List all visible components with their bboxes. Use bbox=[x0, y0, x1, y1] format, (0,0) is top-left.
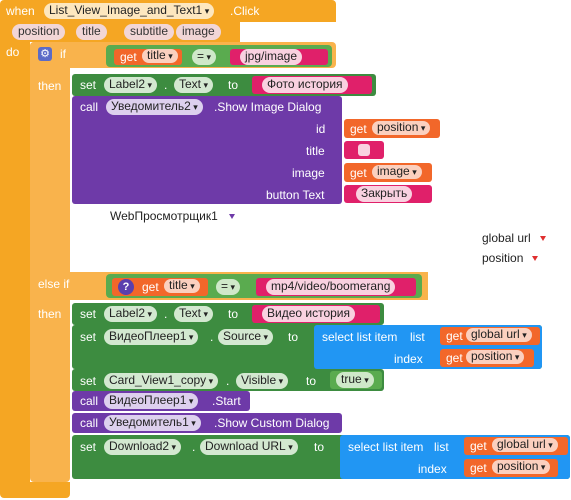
then-label: then bbox=[38, 79, 62, 93]
text-video-story[interactable]: Видео история bbox=[262, 306, 356, 322]
custom-dialog-method: .Show Custom Dialog bbox=[214, 416, 330, 430]
else-if-label: else if bbox=[38, 277, 70, 291]
videoplayer-dropdown-2[interactable]: ВидеоПлеер1 bbox=[104, 393, 199, 409]
text-photo-story[interactable]: Фото история bbox=[262, 77, 348, 93]
index-label-2: index bbox=[418, 462, 447, 476]
true-dropdown[interactable]: true bbox=[336, 372, 374, 388]
select-list-item-label-2: select list item bbox=[348, 440, 424, 454]
then-label-2: then bbox=[38, 307, 62, 321]
videoplayer-dropdown[interactable]: ВидеоПлеер1 bbox=[104, 329, 199, 345]
to-label-3: to bbox=[288, 330, 299, 344]
call-label-3: call bbox=[80, 416, 99, 430]
var-title-dropdown[interactable]: title bbox=[142, 49, 178, 63]
get-label-6: get bbox=[446, 351, 463, 365]
event-block-body-rail bbox=[0, 42, 30, 488]
param-title[interactable]: title bbox=[76, 24, 107, 40]
select-list-item-label: select list item bbox=[322, 330, 398, 344]
get-label-2: get bbox=[350, 122, 367, 136]
event-block-bottom bbox=[0, 482, 70, 498]
text-video-boomerang[interactable]: mp4/video/boomerang bbox=[266, 279, 396, 295]
var-position-dropdown-3[interactable]: position bbox=[492, 460, 551, 474]
index-label: index bbox=[394, 352, 423, 366]
get-label-8: get bbox=[470, 461, 487, 475]
set-label: set bbox=[80, 78, 97, 92]
show-image-dialog: .Show Image Dialog bbox=[214, 100, 322, 114]
set-label-5: set bbox=[80, 440, 97, 454]
dot-separator-2: . bbox=[164, 307, 168, 321]
text-jpg-image[interactable]: jpg/image bbox=[240, 49, 303, 65]
get-label-4: get bbox=[142, 280, 159, 294]
do-label: do bbox=[6, 45, 20, 59]
var-position-dropdown-1[interactable]: position bbox=[372, 121, 431, 135]
set-label-3: set bbox=[80, 330, 97, 344]
to-label: to bbox=[228, 78, 239, 92]
arg-id: id bbox=[316, 122, 326, 136]
text-close[interactable]: Закрыть bbox=[356, 186, 413, 202]
text-prop-dropdown-2[interactable]: Text bbox=[174, 306, 214, 322]
gear-icon[interactable]: ⚙ bbox=[38, 47, 52, 61]
start-method: .Start bbox=[212, 394, 241, 408]
list-label-2: list bbox=[434, 440, 449, 454]
var-image-dropdown[interactable]: image bbox=[372, 165, 422, 179]
label2-dropdown-2[interactable]: Label2 bbox=[104, 306, 158, 322]
var-title-dropdown-2[interactable]: title bbox=[164, 279, 200, 293]
set-label-2: set bbox=[80, 307, 97, 321]
floating-position[interactable]: position bbox=[482, 251, 524, 265]
param-position[interactable]: position bbox=[12, 24, 66, 40]
position-dropdown-icon[interactable] bbox=[532, 256, 538, 261]
question-icon[interactable]: ? bbox=[118, 279, 134, 295]
global-url-dropdown-icon[interactable] bbox=[540, 236, 546, 241]
download-prop-dropdown[interactable]: Download URL bbox=[200, 439, 298, 455]
source-prop-dropdown[interactable]: Source bbox=[218, 329, 274, 345]
if-label: if bbox=[60, 47, 66, 61]
to-label-5: to bbox=[314, 440, 325, 454]
get-label-3: get bbox=[350, 166, 367, 180]
get-label: get bbox=[120, 50, 137, 64]
visible-prop-dropdown[interactable]: Visible bbox=[236, 373, 289, 389]
operator-dropdown-2[interactable]: = bbox=[216, 279, 241, 295]
to-label-4: to bbox=[306, 374, 317, 388]
arg-title: title bbox=[306, 144, 325, 158]
floating-global-url[interactable]: global url bbox=[482, 231, 531, 245]
var-global-url-dropdown-2[interactable]: global url bbox=[492, 438, 558, 452]
to-label-2: to bbox=[228, 307, 239, 321]
call-label-2: call bbox=[80, 394, 99, 408]
arg-button-text: button Text bbox=[266, 188, 325, 202]
webviewer-label[interactable]: WebПросмотрщик1 bbox=[110, 209, 218, 223]
notifier1-dropdown[interactable]: Уведомитель1 bbox=[104, 415, 201, 431]
get-label-7: get bbox=[470, 439, 487, 453]
text-prop-dropdown[interactable]: Text bbox=[174, 77, 214, 93]
card-dropdown[interactable]: Card_View1_copy bbox=[104, 373, 219, 389]
webviewer-dropdown-icon[interactable] bbox=[229, 214, 235, 219]
arg-image: image bbox=[292, 166, 325, 180]
list-label: list bbox=[410, 330, 425, 344]
param-image[interactable]: image bbox=[176, 24, 221, 40]
get-label-5: get bbox=[446, 329, 463, 343]
component-dropdown[interactable]: List_View_Image_and_Text1 bbox=[44, 3, 215, 19]
download-dropdown[interactable]: Download2 bbox=[104, 439, 182, 455]
var-position-dropdown-2[interactable]: position bbox=[466, 350, 525, 364]
notifier2-dropdown[interactable]: Уведомитель2 bbox=[106, 99, 203, 115]
dot-separator-4: . bbox=[226, 374, 230, 388]
if-block[interactable] bbox=[30, 42, 70, 482]
dot-separator-5: . bbox=[192, 440, 196, 454]
dot-separator: . bbox=[164, 78, 168, 92]
empty-text-value[interactable] bbox=[358, 144, 370, 156]
event-name: .Click bbox=[230, 4, 260, 18]
operator-dropdown[interactable]: = bbox=[192, 49, 217, 65]
set-label-4: set bbox=[80, 374, 97, 388]
dot-separator-3: . bbox=[210, 330, 214, 344]
var-global-url-dropdown[interactable]: global url bbox=[466, 328, 532, 342]
when-label: when bbox=[6, 4, 35, 18]
param-subtitle[interactable]: subtitle bbox=[124, 24, 175, 40]
label2-dropdown[interactable]: Label2 bbox=[104, 77, 158, 93]
call-label: call bbox=[80, 100, 99, 114]
